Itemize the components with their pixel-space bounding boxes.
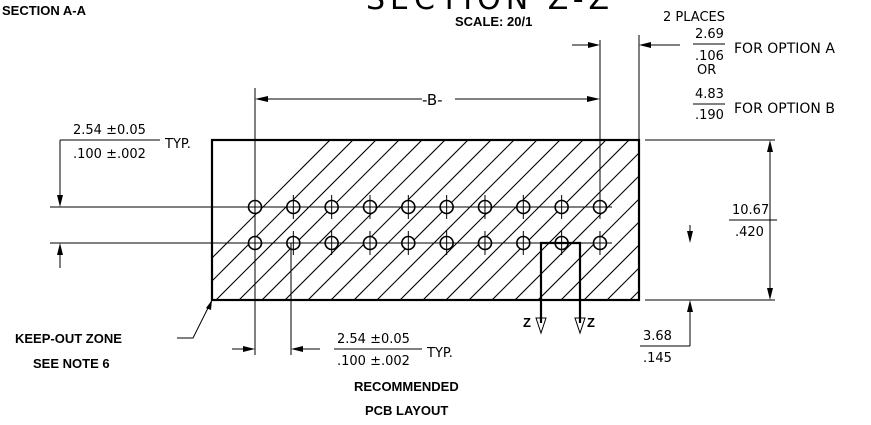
hatch-line: [376, 140, 538, 300]
pitch-top-typ: TYP.: [164, 137, 191, 152]
keep-out-line1: KEEP-OUT ZONE: [15, 331, 122, 346]
hatch-line: [238, 140, 400, 300]
section-cut-marker: Z Z: [523, 241, 595, 335]
pitch-top-mm: 2.54 ±0.05: [73, 123, 146, 138]
hatch-line: [537, 198, 639, 300]
section-aa-title: SECTION A-A: [2, 3, 87, 18]
pitch-bottom-typ: TYP.: [426, 346, 453, 361]
option-a-label: FOR OPTION A: [734, 41, 835, 57]
hatch-line: [689, 120, 871, 310]
pitch-top-in: .100 ±.002: [73, 147, 146, 162]
hatch-line: [583, 244, 639, 300]
section-zz-title: SECTION Z-Z: [366, 0, 614, 17]
hatch-line: [330, 140, 492, 300]
hatch-line: [491, 152, 639, 300]
hatch-line: [353, 140, 515, 300]
hatch-line: [560, 221, 639, 300]
hatch-line: [606, 267, 639, 300]
pitch-bottom-mm: 2.54 ±0.05: [337, 332, 410, 347]
option-b-in: .190: [695, 108, 724, 123]
pitch-bottom-in: .100 ±.002: [337, 354, 410, 369]
hatch-line: [445, 140, 607, 300]
dimension-b-label: -B-: [422, 91, 443, 109]
dimension-options: 2 PLACES 2.69 .106 FOR OPTION A OR 4.83 …: [572, 10, 835, 140]
keep-out-line2: SEE NOTE 6: [33, 356, 110, 371]
or-label: OR: [697, 63, 716, 78]
section-marker-right: Z: [587, 315, 595, 330]
hatch-line: [629, 290, 639, 300]
height-mm: 10.67: [732, 203, 769, 218]
hatch-line: [468, 140, 630, 300]
keep-out-callout: KEEP-OUT ZONE SEE NOTE 6: [15, 299, 213, 371]
dimension-height: 10.67 .420: [645, 139, 777, 301]
section-marker-left: Z: [523, 315, 531, 330]
height-in: .420: [735, 225, 764, 240]
offset-mm: 3.68: [643, 329, 672, 344]
dimension-b: -B-: [255, 91, 600, 109]
scale-label: SCALE: 20/1: [455, 14, 532, 29]
option-b-mm: 4.83: [695, 87, 724, 102]
hatch-line: [215, 140, 377, 300]
layout-caption-line1: RECOMMENDED: [354, 379, 459, 394]
layout-caption-line2: PCB LAYOUT: [365, 403, 448, 418]
hatch-line: [422, 140, 584, 300]
hatch-line: [212, 140, 354, 282]
dimension-pitch-bottom: 2.54 ±0.05 .100 ±.002 TYP.: [232, 243, 453, 369]
hatch-line: [307, 140, 469, 300]
dimension-pitch-top: 2.54 ±0.05 .100 ±.002 TYP.: [57, 123, 191, 268]
hatch-line: [261, 140, 423, 300]
places-label: 2 PLACES: [663, 10, 725, 25]
option-a-mm: 2.69: [695, 27, 724, 42]
option-a-in: .106: [695, 49, 724, 64]
option-b-label: FOR OPTION B: [734, 101, 835, 117]
dimension-offset: 3.68 .145: [640, 225, 693, 366]
offset-in: .145: [643, 351, 672, 366]
